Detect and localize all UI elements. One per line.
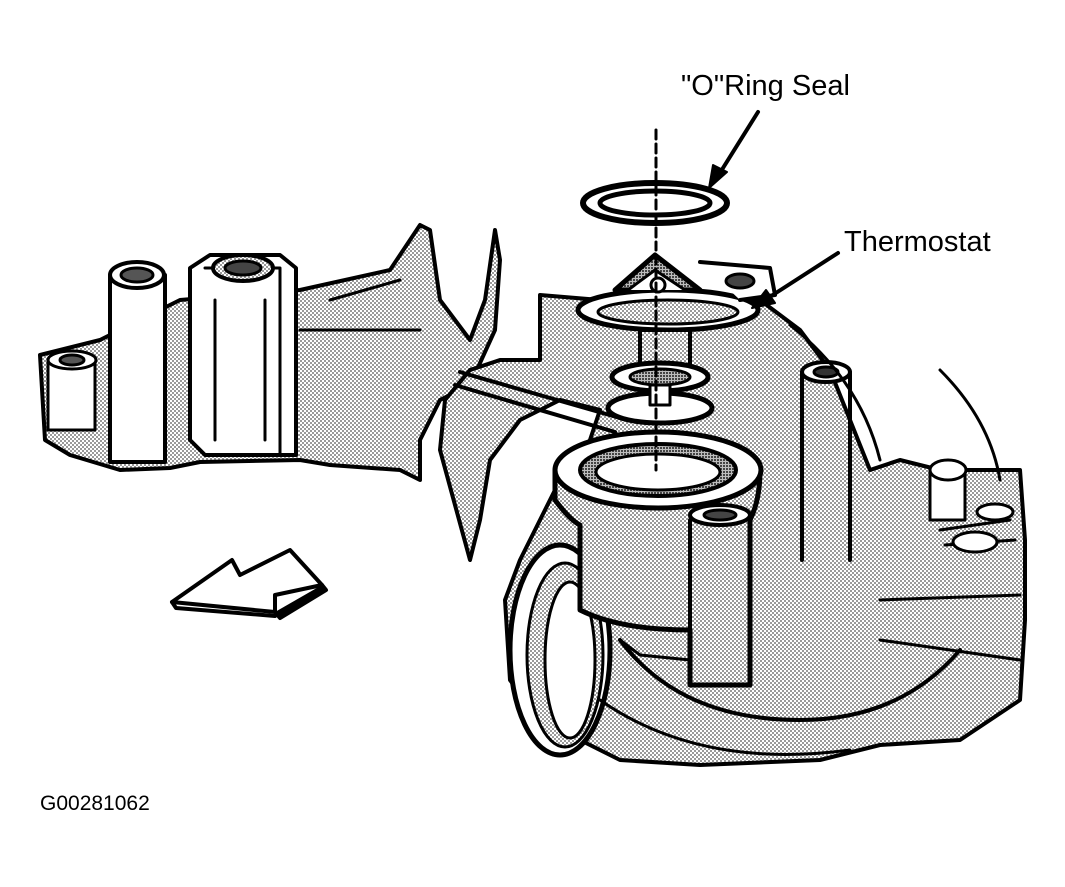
direction-arrow-icon: [170, 548, 328, 620]
o-ring-seal-label: "O"Ring Seal: [681, 70, 850, 102]
thermostat: [575, 252, 777, 426]
figure-id: G00281062: [40, 792, 150, 815]
manifold-left-section: [38, 223, 502, 482]
thermostat-housing: [552, 429, 764, 688]
thermostat-label: Thermostat: [844, 226, 991, 258]
callout-leader-lines: [708, 110, 840, 309]
